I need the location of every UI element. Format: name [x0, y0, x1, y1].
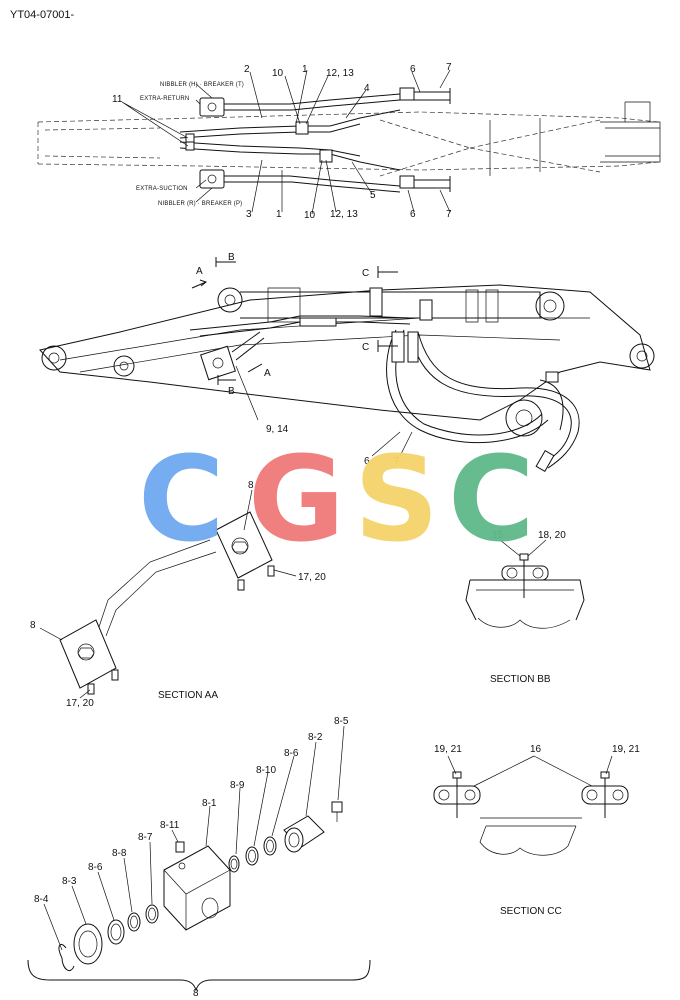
exploded-view-item-8: 8-5 8-2 8-10 8-6 8-9 8-1 8-11 8-7 8-8 8-… [27, 716, 371, 999]
annotation-extra-return: EXTRA-RETURN [140, 96, 189, 102]
label-8-2: 8-2 [308, 732, 323, 743]
label-19-21-right: 19, 21 [612, 744, 640, 755]
label-6-bottom: 6 [410, 209, 416, 220]
label-19-21-left: 19, 21 [434, 744, 462, 755]
label-8-aa-top: 8 [248, 480, 254, 491]
label-18-20: 18, 20 [538, 530, 566, 541]
label-1-top: 1 [302, 64, 308, 75]
label-8-5: 8-5 [334, 716, 349, 727]
label-6-side: 6 [364, 456, 370, 467]
section-marker-a-bottom: A [264, 368, 271, 379]
label-5: 5 [370, 190, 376, 201]
document-id: YT04-07001- [10, 9, 75, 21]
label-17-20-aa-top: 17, 20 [298, 572, 326, 583]
annotation-nibbler-top: NIBBLER (H) · BREAKER (T) [160, 82, 244, 88]
label-3: 3 [246, 209, 252, 220]
label-10-bottom: 10 [304, 210, 316, 221]
section-marker-c-top: C [362, 268, 369, 279]
section-marker-c-bottom: C [362, 342, 369, 353]
section-marker-a-top: A [196, 266, 203, 277]
label-8-10: 8-10 [256, 765, 276, 776]
label-17-20-aa-bottom: 17, 20 [66, 698, 94, 709]
cgsc-watermark: C G S C [138, 430, 535, 568]
label-8-9: 8-9 [230, 780, 245, 791]
label-7-top: 7 [446, 62, 452, 73]
section-cc: 19, 21 16 19, 21 SECTION CC [433, 744, 640, 917]
side-view: A B C C A B 9, 14 6 7 [39, 252, 655, 472]
label-8-1: 8-1 [202, 798, 217, 809]
label-8-3: 8-3 [62, 876, 77, 887]
section-aa-title: SECTION AA [158, 690, 218, 701]
label-12-13-bottom: 12, 13 [330, 209, 358, 220]
watermark-letter-c2: C [448, 430, 535, 568]
label-8-6-lower: 8-6 [88, 862, 103, 873]
annotation-nibbler-bottom: NIBBLER (R) · BREAKER (P) [158, 201, 242, 207]
section-aa: 8 17, 20 8 17, 20 SECTION AA [30, 480, 326, 709]
label-2: 2 [244, 64, 250, 75]
section-marker-b-top: B [228, 252, 235, 263]
label-12-13-top: 12, 13 [326, 68, 354, 79]
label-8-6-upper: 8-6 [284, 748, 299, 759]
section-cc-title: SECTION CC [500, 906, 562, 917]
watermark-letter-s: S [354, 430, 439, 568]
label-9-14: 9, 14 [266, 424, 289, 435]
label-1-bottom: 1 [276, 209, 282, 220]
label-11: 11 [112, 94, 123, 105]
label-10-top: 10 [272, 68, 284, 79]
top-view: 2 10 1 12, 13 6 7 4 11 3 1 10 12, 13 5 6… [37, 62, 661, 221]
section-bb-title: SECTION BB [490, 674, 551, 685]
label-8-4: 8-4 [34, 894, 49, 905]
label-8-7: 8-7 [138, 832, 153, 843]
label-8-8: 8-8 [112, 848, 127, 859]
watermark-letter-g: G [248, 430, 345, 568]
label-4: 4 [364, 83, 370, 94]
watermark-letter-c1: C [138, 430, 225, 568]
label-16: 16 [530, 744, 542, 755]
label-6-top: 6 [410, 64, 416, 75]
annotation-extra-suction: EXTRA-SUCTION [136, 186, 188, 192]
label-7-side: 7 [394, 456, 400, 467]
label-15: 15 [492, 530, 504, 541]
label-7-bottom: 7 [446, 209, 452, 220]
section-bb: 15 18, 20 SECTION BB [465, 530, 585, 685]
label-8-assembly: 8 [193, 988, 199, 999]
label-8-aa-bottom: 8 [30, 620, 36, 631]
label-8-11: 8-11 [160, 820, 180, 831]
section-marker-b-bottom: B [228, 386, 235, 397]
